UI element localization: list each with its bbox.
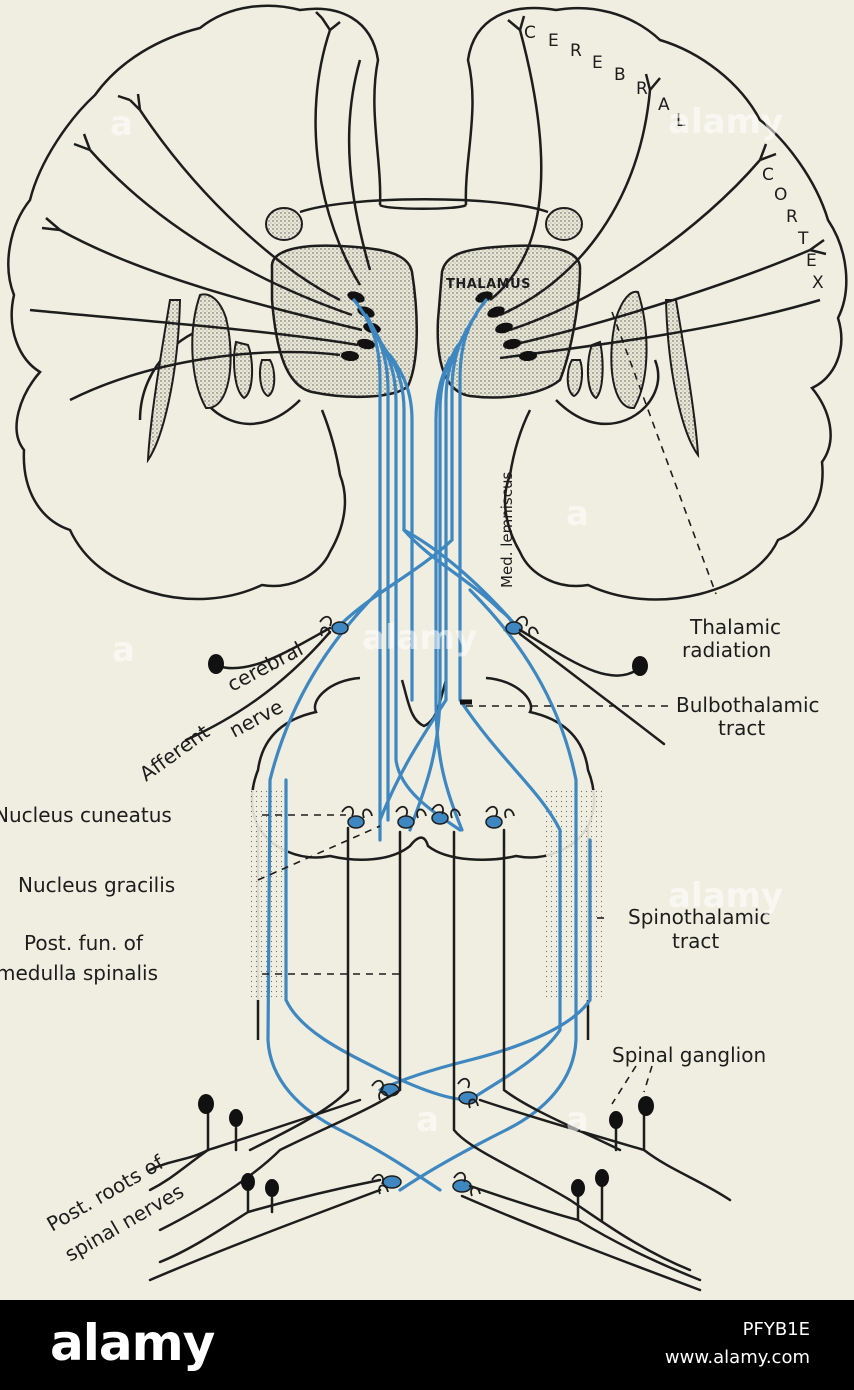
medulla-outline xyxy=(250,676,596,1040)
cortex-letter: L xyxy=(676,111,686,131)
post-fun-label-line2: medulla spinalis xyxy=(0,961,158,985)
right-ventricle xyxy=(545,207,583,241)
left-basal-ganglia xyxy=(146,293,276,464)
left-thalamus xyxy=(270,244,419,399)
cortex-letter: R xyxy=(570,41,583,61)
left-ventricle xyxy=(265,207,303,241)
thalamus-label: THALAMUS xyxy=(446,277,531,292)
black-afferent-fibers xyxy=(148,626,732,1292)
cortex-letter: E xyxy=(548,31,560,51)
nucleus-gracilis-label: Nucleus gracilis xyxy=(18,873,175,897)
nucleus-arbors xyxy=(319,615,539,1197)
nucleus-cuneatus-label: Nucleus cuneatus xyxy=(0,803,172,827)
cortex-letter: O xyxy=(774,185,788,205)
bulbothalamic-label-line1: Bulbothalamic xyxy=(676,693,820,717)
right-basal-ganglia xyxy=(566,290,700,459)
site-url: www.alamy.com xyxy=(664,1347,810,1368)
spinal-ganglion-label: Spinal ganglion xyxy=(612,1043,766,1067)
right-thalamic-radiation-fibers xyxy=(489,15,827,360)
post-fun-label-line1: Post. fun. of xyxy=(24,931,144,955)
thalamic-radiation-label-line2: radiation xyxy=(682,638,771,662)
afferent-label: Afferent xyxy=(135,719,214,786)
cortex-letter: A xyxy=(658,95,671,115)
thalamic-radiation-label-line1: Thalamic xyxy=(689,615,781,639)
alamy-logo: alamy xyxy=(50,1314,215,1372)
cortex-letter: E xyxy=(592,53,604,73)
cortex-letter: C xyxy=(762,165,775,185)
cortex-letter: B xyxy=(614,65,627,85)
blue-synaptic-terminals xyxy=(331,621,523,1193)
cortex-letter: E xyxy=(806,251,818,271)
right-spinothalamic-column xyxy=(546,790,602,1000)
cortex-letter: R xyxy=(636,79,649,99)
spinothalamic-label-line1: Spinothalamic xyxy=(628,905,770,929)
image-id: PFYB1E xyxy=(742,1319,810,1340)
image-reference: PFYB1E www.alamy.com xyxy=(665,1316,810,1372)
med-lemniscus-label: Med. lemniscus xyxy=(498,472,516,588)
spinal-ganglia xyxy=(198,654,654,1197)
cortex-letter: T xyxy=(797,229,809,249)
cortex-letter: C xyxy=(524,23,537,43)
corpus-callosum xyxy=(299,198,549,214)
thalamic-neurons-right xyxy=(475,291,537,362)
cerebral-label: cerebral xyxy=(223,637,307,697)
cortex-letter: X xyxy=(812,273,825,293)
footer-bar: alamy PFYB1E www.alamy.com xyxy=(0,1300,854,1390)
cortex-letter: R xyxy=(786,207,799,227)
neural-pathway-diagram: C E R E B R A L C O R T E X THALAMUS Med… xyxy=(0,0,854,1300)
cerebral-cortex-label: C E R E B R A L C O R T E X xyxy=(524,23,825,293)
blue-tracts xyxy=(266,298,592,1192)
right-hemisphere xyxy=(464,6,848,601)
left-thalamic-radiation-fibers xyxy=(29,11,372,402)
label-leader-lines xyxy=(257,311,717,1105)
bulbothalamic-label-line2: tract xyxy=(718,716,765,740)
spinothalamic-label-line2: tract xyxy=(672,929,719,953)
